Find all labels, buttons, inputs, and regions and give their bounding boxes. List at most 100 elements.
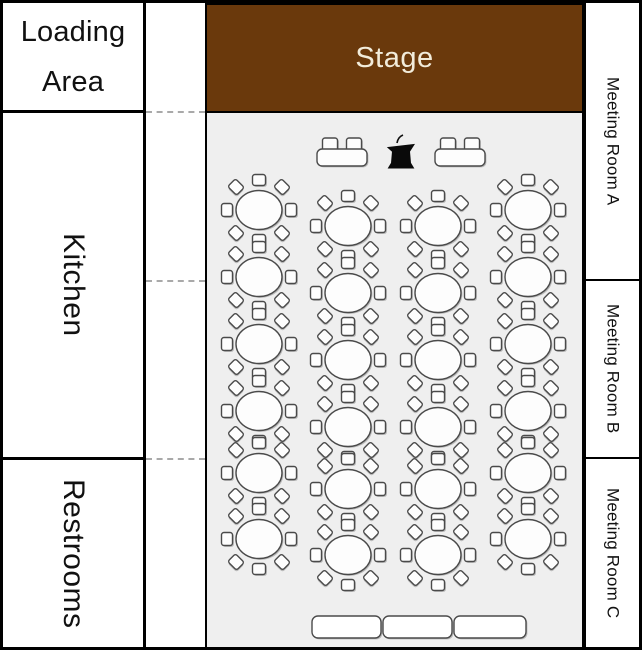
chair-icon: [317, 375, 333, 393]
chair-icon: [407, 458, 423, 476]
room-meeting-a: Meeting Room A: [584, 3, 639, 281]
chair-icon: [543, 179, 559, 197]
round-table: [309, 323, 387, 397]
chair-icon: [463, 285, 477, 301]
stage-label: Stage: [355, 41, 434, 74]
chair-icon: [220, 465, 234, 481]
chair-icon: [373, 285, 387, 301]
chair-icon: [340, 452, 356, 466]
chair-icon: [251, 240, 267, 254]
chair-icon: [407, 375, 423, 393]
chair-icon: [497, 179, 513, 197]
chair-icon: [274, 225, 290, 243]
chair-icon: [453, 504, 469, 522]
round-table: [489, 240, 567, 314]
chair-icon: [453, 241, 469, 259]
chair-icon: [453, 396, 469, 414]
round-table: [399, 452, 477, 526]
chair-icon: [399, 218, 413, 234]
chair-icon: [228, 225, 244, 243]
chair-icon: [340, 256, 356, 270]
chair-icon: [497, 292, 513, 310]
room-meeting-b: Meeting Room B: [584, 281, 639, 459]
restrooms-label: Restrooms: [57, 478, 90, 629]
meeting-room-c-label: Meeting Room C: [603, 487, 623, 619]
chair-icon: [497, 380, 513, 398]
chair-icon: [317, 262, 333, 280]
furniture-layer: [220, 134, 567, 640]
chair-icon: [363, 329, 379, 347]
chair-icon: [407, 241, 423, 259]
chair-icon: [251, 173, 267, 187]
chair-icon: [430, 390, 446, 404]
chair-icon: [309, 547, 323, 563]
chair-icon: [407, 195, 423, 213]
loading-area-label: Loading Area: [20, 15, 126, 98]
chair-icon: [228, 426, 244, 444]
chair-icon: [520, 307, 536, 321]
chair-icon: [553, 269, 567, 285]
meeting-room-b-label: Meeting Room B: [603, 304, 623, 434]
round-table: [399, 323, 477, 397]
aisle-dashed-line: [146, 111, 205, 113]
chair-icon: [543, 292, 559, 310]
buffet-table: [382, 615, 454, 640]
chair-icon: [543, 508, 559, 526]
chair-icon: [553, 531, 567, 547]
chair-icon: [363, 241, 379, 259]
chair-icon: [497, 359, 513, 377]
aisle-dashed-line: [146, 280, 205, 282]
chair-icon: [497, 508, 513, 526]
chair-icon: [274, 442, 290, 460]
chair-icon: [453, 375, 469, 393]
chair-icon: [489, 336, 503, 352]
buffet-table: [311, 615, 383, 640]
chair-icon: [228, 380, 244, 398]
chair-icon: [543, 442, 559, 460]
chair-icon: [317, 195, 333, 213]
chair-icon: [228, 554, 244, 572]
chair-icon: [284, 531, 298, 547]
chair-icon: [309, 481, 323, 497]
chair-icon: [317, 442, 333, 460]
chair-icon: [497, 426, 513, 444]
round-table: [220, 502, 298, 576]
chair-icon: [463, 218, 477, 234]
chair-icon: [228, 508, 244, 526]
chair-icon: [430, 256, 446, 270]
chair-icon: [520, 374, 536, 388]
chair-icon: [284, 336, 298, 352]
chair-icon: [220, 403, 234, 419]
chair-icon: [373, 352, 387, 368]
chair-icon: [497, 225, 513, 243]
chair-icon: [543, 488, 559, 506]
chair-icon: [463, 419, 477, 435]
chair-icon: [228, 442, 244, 460]
chair-icon: [497, 488, 513, 506]
chair-icon: [543, 426, 559, 444]
room-restrooms: Restrooms: [3, 460, 146, 647]
chair-icon: [284, 403, 298, 419]
chair-icon: [373, 547, 387, 563]
chair-icon: [453, 524, 469, 542]
chair-icon: [274, 292, 290, 310]
chair-icon: [340, 390, 356, 404]
round-table: [489, 436, 567, 510]
chair-icon: [363, 570, 379, 588]
chair-icon: [274, 380, 290, 398]
chair-icon: [520, 436, 536, 450]
room-kitchen: Kitchen: [3, 113, 146, 460]
chair-icon: [543, 380, 559, 398]
round-table: [220, 307, 298, 381]
chair-icon: [220, 269, 234, 285]
chair-icon: [274, 488, 290, 506]
chair-icon: [317, 329, 333, 347]
chair-icon: [228, 488, 244, 506]
round-table: [399, 256, 477, 330]
chair-icon: [489, 403, 503, 419]
chair-icon: [309, 285, 323, 301]
round-table: [489, 307, 567, 381]
chair-icon: [284, 465, 298, 481]
chair-icon: [363, 524, 379, 542]
